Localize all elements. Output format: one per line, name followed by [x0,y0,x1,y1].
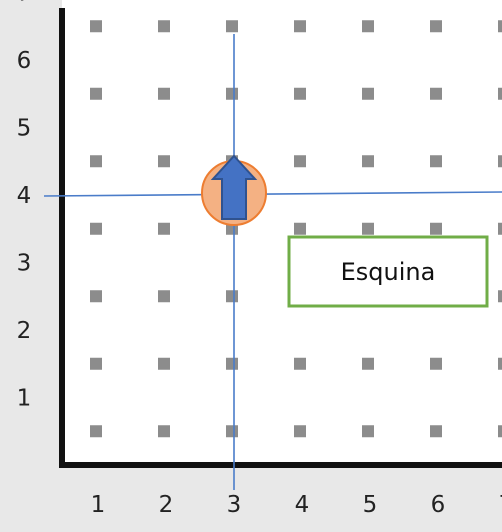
grid-dot [226,20,238,33]
grid-dot [362,87,374,100]
grid-dot [158,222,170,235]
grid-dot [430,357,442,370]
left-gutter [0,0,62,532]
y-tick-label: 1 [17,386,32,412]
grid-dot [294,20,306,33]
x-tick-label: 2 [159,492,174,518]
grid-dot [226,87,238,100]
grid-dot [430,87,442,100]
grid-dot [158,290,170,303]
grid-dot [498,222,502,235]
grid-dot [158,357,170,370]
grid-dot [226,425,238,438]
grid-dot [158,425,170,438]
grid-dot [90,357,102,370]
grid-dot [294,222,306,235]
axis-tick-labels: 1 2 3 4 5 6 7 1 2 3 4 5 6 7 [17,0,502,518]
x-tick-label: 5 [363,492,378,518]
x-tick-label: 3 [227,492,242,518]
x-tick-label: 6 [431,492,446,518]
grid-dot [294,87,306,100]
grid-dot [498,357,502,370]
grid-dot [90,425,102,438]
grid-dots [90,20,502,438]
heading-arrow-icon [210,154,258,220]
grid-dot [498,290,502,303]
robot-marker [43,34,502,490]
grid-dot [362,357,374,370]
grid-dot [90,20,102,33]
grid-dot [294,155,306,168]
grid-dot [430,425,442,438]
grid-dot [294,425,306,438]
grid-dot [498,425,502,438]
grid-dot [430,155,442,168]
grid-dot [226,290,238,303]
grid-dot [430,222,442,235]
callout-border [287,235,489,308]
grid-dot [226,357,238,370]
grid-dot [498,155,502,168]
bottom-gutter [0,465,502,532]
y-tick-label: 3 [17,251,32,277]
grid-dot [362,155,374,168]
x-tick-label: 7 [499,492,502,518]
x-tick-label: 4 [295,492,310,518]
grid-dot [90,290,102,303]
x-tick-label: 1 [91,492,106,518]
crosshair-horizontal [43,191,502,197]
grid-dot [430,20,442,33]
grid-dot [498,87,502,100]
grid-dot [158,87,170,100]
grid-dot [498,20,502,33]
grid-dot [90,222,102,235]
grid-dot [90,155,102,168]
grid-dot [362,20,374,33]
callout-label: Esquina [341,258,436,286]
grid-dot [158,20,170,33]
y-tick-label: 5 [17,116,32,142]
grid-dot [362,425,374,438]
y-tick-label: 7 [17,0,32,7]
grid-dot [362,222,374,235]
grid-dot [294,357,306,370]
y-tick-label: 6 [17,48,32,74]
grid-dot [158,155,170,168]
grid-dot [90,87,102,100]
callout-box: Esquina [287,235,489,308]
y-tick-label: 4 [17,183,32,209]
y-tick-label: 2 [17,318,32,344]
